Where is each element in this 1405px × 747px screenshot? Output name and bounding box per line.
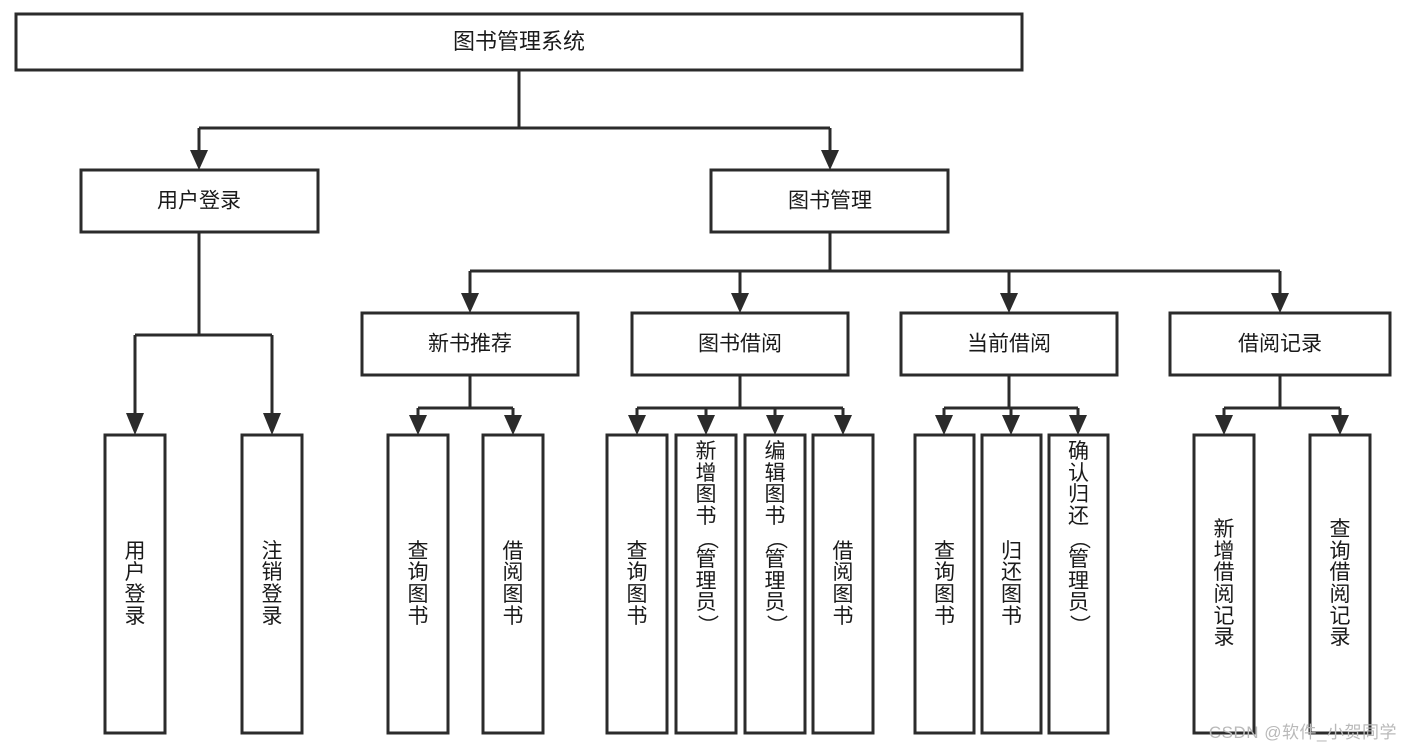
node-leaf-confirm-return-box[interactable] bbox=[1047, 433, 1110, 735]
node-leaf-add-book-box[interactable] bbox=[674, 433, 738, 735]
node-borrow-record-box[interactable] bbox=[1168, 311, 1392, 377]
node-leaf-query-book-1-box[interactable] bbox=[386, 433, 450, 735]
arrowhead-borrow-record bbox=[1271, 293, 1289, 313]
node-root-label: 图书管理系统 bbox=[453, 29, 585, 54]
arrowhead-leaf-user-login bbox=[126, 413, 144, 435]
node-root[interactable]: 图书管理系统 bbox=[14, 12, 1024, 72]
node-borrow-record-label: 借阅记录 bbox=[1238, 333, 1322, 356]
node-current-borrow-label: 当前借阅 bbox=[967, 333, 1051, 356]
arrowhead-leaf-logout bbox=[263, 413, 281, 435]
arrowhead-user-login bbox=[190, 150, 208, 170]
arrowhead-leaf-query-book-3 bbox=[935, 415, 953, 435]
node-leaf-user-login-box[interactable] bbox=[103, 433, 167, 735]
node-book-management-box[interactable] bbox=[709, 168, 950, 234]
node-borrow-record[interactable]: 借阅记录 bbox=[1168, 311, 1392, 377]
node-leaf-edit-book-box[interactable] bbox=[743, 433, 807, 735]
arrowhead-leaf-borrow-book-2 bbox=[834, 415, 852, 435]
node-book-borrow-box[interactable] bbox=[630, 311, 850, 377]
arrowhead-leaf-return-book bbox=[1002, 415, 1020, 435]
arrowhead-leaf-borrow-book-1 bbox=[504, 415, 522, 435]
arrowhead-leaf-add-book bbox=[697, 415, 715, 435]
arrowhead-leaf-query-book-2 bbox=[628, 415, 646, 435]
arrowhead-new-book-recommend bbox=[461, 293, 479, 313]
arrowhead-leaf-confirm-return bbox=[1069, 415, 1087, 435]
arrowhead-current-borrow bbox=[1000, 293, 1018, 313]
node-leaf-add-record-box[interactable] bbox=[1192, 433, 1256, 735]
arrowhead-leaf-query-book-1 bbox=[409, 415, 427, 435]
node-current-borrow-box[interactable] bbox=[899, 311, 1119, 377]
arrowhead-book-borrow bbox=[731, 293, 749, 313]
node-book-management[interactable]: 图书管理 bbox=[709, 168, 950, 234]
node-root-box[interactable] bbox=[14, 12, 1024, 72]
node-current-borrow[interactable]: 当前借阅 bbox=[899, 311, 1119, 377]
arrowhead-leaf-edit-book bbox=[766, 415, 784, 435]
node-leaf-query-book-2-box[interactable] bbox=[605, 433, 669, 735]
node-leaf-query-record-box[interactable] bbox=[1308, 433, 1372, 735]
arrowhead-leaf-query-record bbox=[1331, 415, 1349, 435]
node-leaf-borrow-book-2-box[interactable] bbox=[811, 433, 875, 735]
node-book-borrow[interactable]: 图书借阅 bbox=[630, 311, 850, 377]
connector-layer bbox=[126, 70, 1349, 435]
node-leaf-borrow-book-1-box[interactable] bbox=[481, 433, 545, 735]
node-user-login-label: 用户登录 bbox=[157, 190, 241, 213]
node-new-book-recommend[interactable]: 新书推荐 bbox=[360, 311, 580, 377]
node-new-book-recommend-label: 新书推荐 bbox=[428, 333, 512, 356]
node-layer: 图书管理系统 用户登录 图书管理 新书推荐 图书借阅 当前 bbox=[14, 12, 1392, 735]
node-book-borrow-label: 图书借阅 bbox=[698, 333, 782, 356]
node-leaf-logout-box[interactable] bbox=[240, 433, 304, 735]
node-book-management-label: 图书管理 bbox=[788, 190, 872, 213]
node-leaf-return-book-box[interactable] bbox=[980, 433, 1043, 735]
node-user-login[interactable]: 用户登录 bbox=[79, 168, 320, 234]
arrowhead-leaf-add-record bbox=[1215, 415, 1233, 435]
node-leaf-query-book-3-box[interactable] bbox=[913, 433, 976, 735]
node-new-book-recommend-box[interactable] bbox=[360, 311, 580, 377]
arrowhead-book-management bbox=[821, 150, 839, 170]
node-user-login-box[interactable] bbox=[79, 168, 320, 234]
